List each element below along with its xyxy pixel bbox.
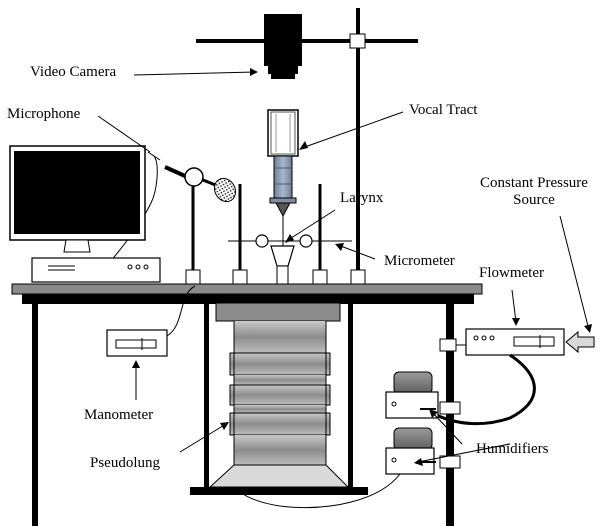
video-camera-icon [264,14,302,79]
computer-monitor-icon [9,145,161,283]
humidifier-lower [239,427,461,509]
label-constant-pressure-line2: Source [513,192,555,208]
vocal-tract [267,109,299,218]
microphone-icon [109,151,237,263]
flowmeter-leader-arrow [511,289,520,326]
label-pseudolung: Pseudolung [90,455,161,471]
larynx-assembly [228,216,352,291]
label-micrometer: Micrometer [384,253,455,269]
label-larynx: Larynx [340,190,384,206]
label-constant-pressure-source: Constant Pressure Source [466,175,602,209]
microphone-leader-line [97,115,151,153]
manometer-device [106,285,196,357]
label-humidifiers: Humidifiers [476,441,549,457]
table [11,283,483,526]
label-flowmeter: Flowmeter [479,265,544,281]
humidifier-leader-arrows [414,409,511,466]
camera-leader-arrow [133,68,258,76]
label-microphone: Microphone [7,106,81,122]
larynx-leader-arrow [285,209,336,243]
pressure-leader-arrow [559,215,592,333]
pseudolung-leader-arrow [179,422,229,453]
label-manometer: Manometer [84,407,154,423]
top-support-frame [196,8,418,290]
manometer-leader-arrow [132,360,140,400]
label-constant-pressure-line1: Constant Pressure [480,175,588,191]
leader-lines [97,68,592,466]
label-vocal-tract: Vocal Tract [409,102,478,118]
table-posts [185,180,366,285]
micrometer-leader-arrow [335,243,376,260]
vocal-tract-leader-arrow [299,111,404,150]
label-video-camera: Video Camera [30,64,117,80]
pseudolung [208,302,350,488]
flowmeter-device [429,328,565,426]
pressure-input-arrow-icon [565,330,595,354]
humidifier-upper [385,371,461,419]
